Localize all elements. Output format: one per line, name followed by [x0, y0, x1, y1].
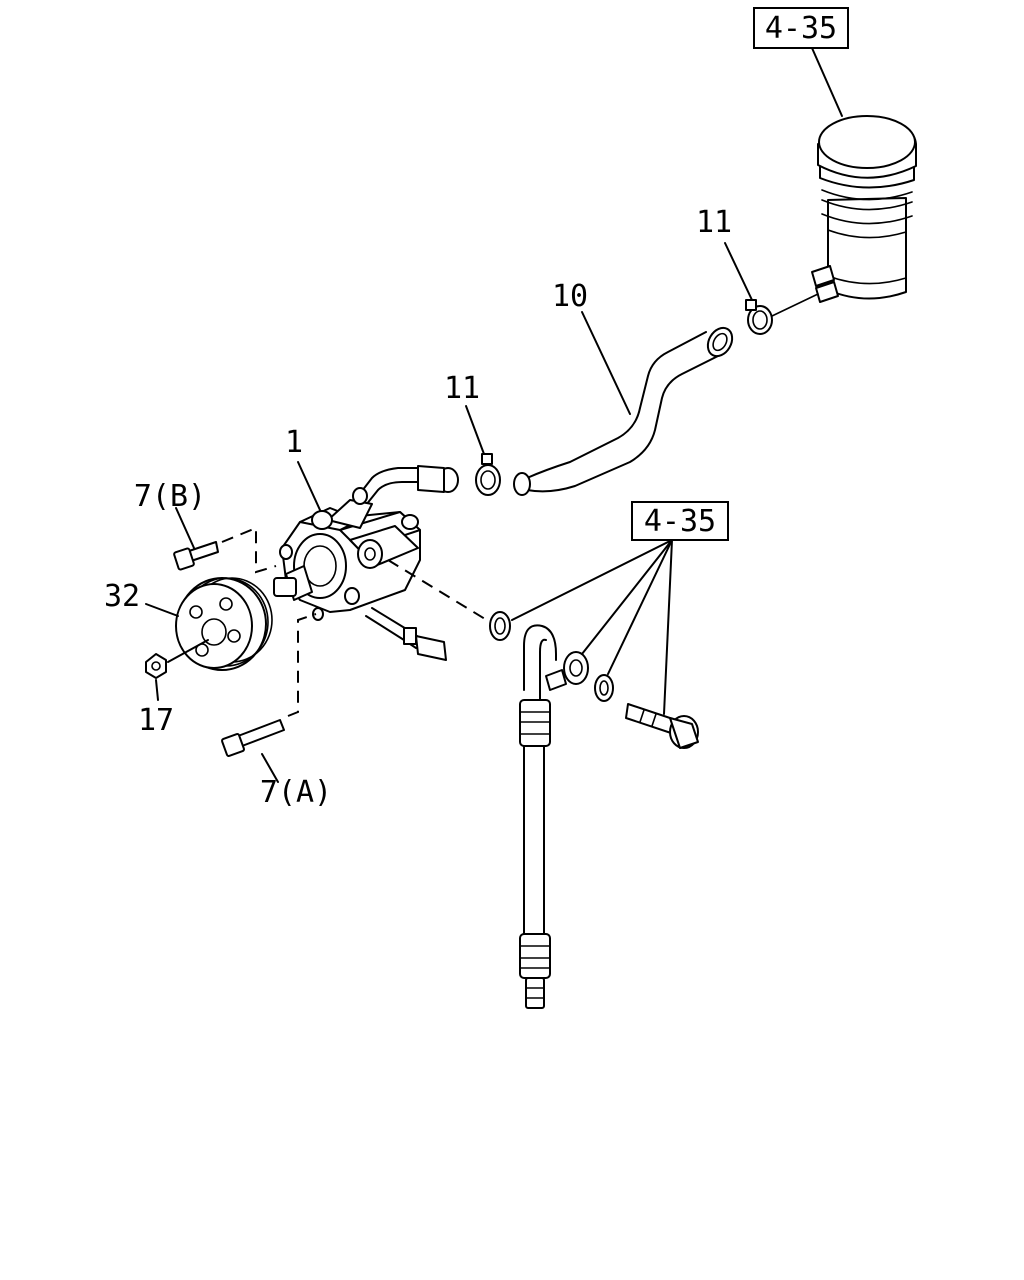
bolt-a: [221, 613, 317, 783]
power-steering-pump: [273, 461, 491, 661]
reservoir-tank: [811, 115, 917, 303]
reference-label-mid: 4-35: [644, 504, 716, 539]
label-suction-hose: 10: [552, 279, 588, 314]
pressure-hose: [489, 611, 699, 1009]
suction-hose: [513, 326, 734, 496]
reference-box-mid: 4-35: [511, 501, 729, 715]
label-bolt-b: 7(B): [134, 479, 206, 514]
reference-label-top: 4-35: [765, 11, 837, 46]
label-pulley: 32: [104, 579, 140, 614]
label-bolt-a: 7(A): [260, 775, 332, 810]
hose-clamp-upper: [724, 242, 819, 335]
label-nut: 17: [138, 703, 174, 738]
pulley: [145, 577, 273, 671]
label-hose-clamp-lower: 11: [444, 371, 480, 406]
label-hose-clamp-upper: 11: [696, 205, 732, 240]
bolt-b: [173, 507, 277, 574]
reference-box-top: 4-35: [753, 7, 849, 117]
label-pump: 1: [285, 425, 303, 460]
nut: [145, 639, 209, 701]
hose-clamp-lower: [465, 405, 501, 496]
